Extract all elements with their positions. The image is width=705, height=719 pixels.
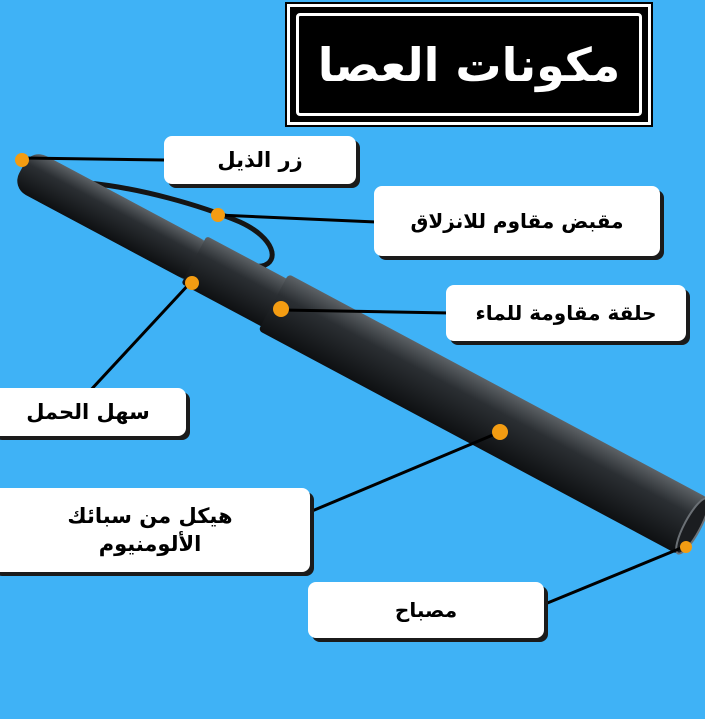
label-grip: مقبض مقاوم للانزلاق <box>374 186 660 256</box>
baton-lens <box>675 497 705 555</box>
title-banner: مكونات العصا <box>285 2 653 127</box>
label-ring: حلقة مقاومة للماء <box>446 285 686 341</box>
marker-tail-button <box>15 153 29 167</box>
leader-line-body <box>311 430 501 513</box>
marker-carry <box>185 276 199 290</box>
baton-shaft <box>259 275 705 553</box>
marker-lamp <box>680 541 692 553</box>
label-lamp: مصباح <box>308 582 544 638</box>
page-title: مكونات العصا <box>317 37 621 92</box>
marker-body <box>492 424 508 440</box>
leader-line-carry <box>86 281 192 395</box>
label-body: هيكل من سبائك الألومنيوم <box>0 488 310 572</box>
baton-collar <box>182 237 290 328</box>
marker-grip <box>211 208 225 222</box>
leader-line-grip <box>217 213 377 224</box>
leader-line-lamp <box>544 544 687 606</box>
leader-line-ring <box>281 308 451 315</box>
marker-ring <box>273 301 289 317</box>
title-frame <box>296 13 642 116</box>
label-tail-button: زر الذيل <box>164 136 356 184</box>
baton-grip-texture <box>38 162 209 282</box>
label-carry: سهل الحمل <box>0 388 186 436</box>
baton <box>17 154 705 555</box>
leader-line-tail-button <box>21 156 165 162</box>
